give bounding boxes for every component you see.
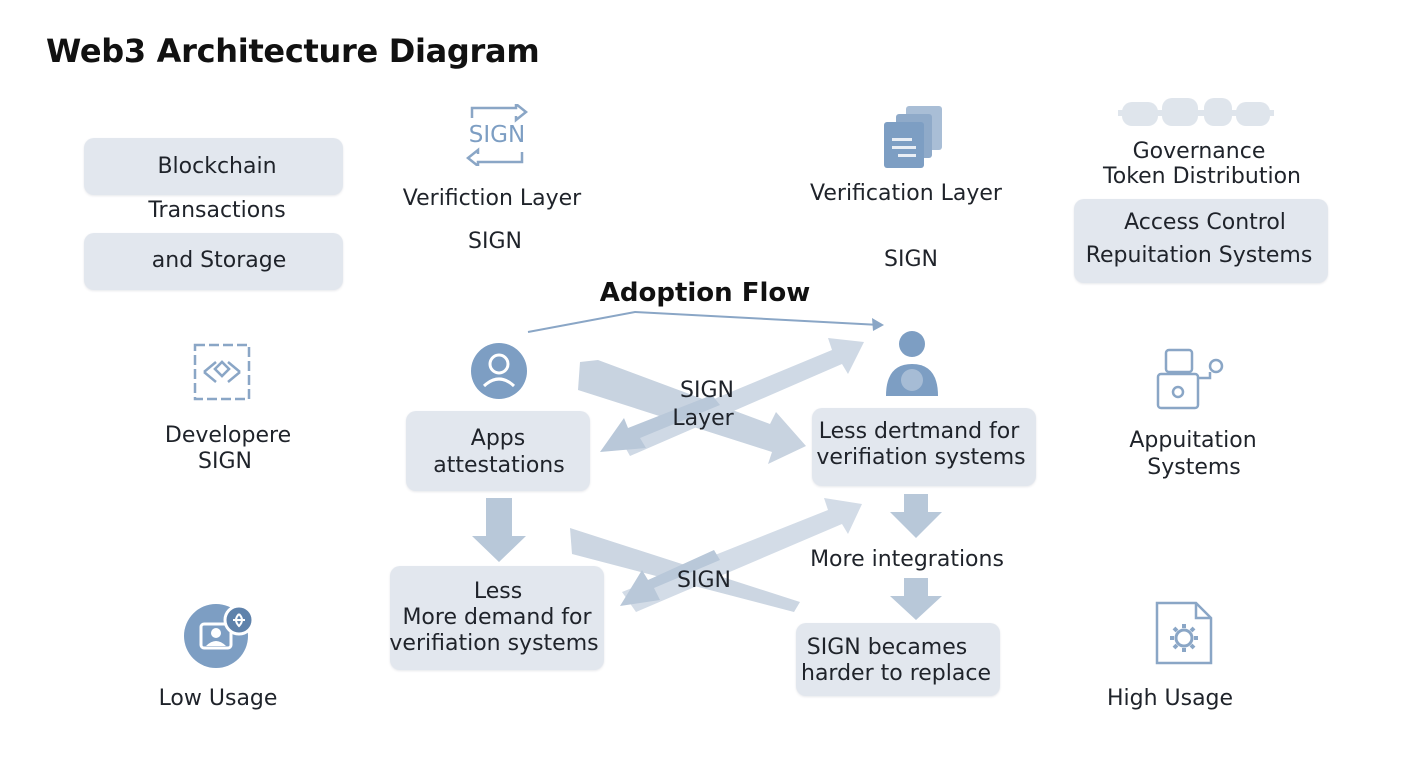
arrow-lower-up-right xyxy=(622,498,862,612)
sign-label-b: SIGN xyxy=(884,247,938,272)
arrow-upper-up-right xyxy=(620,338,864,456)
adoption-flow-connector xyxy=(527,310,884,333)
appuitation-label-2: Systems xyxy=(1147,455,1241,480)
less-more-label-2: More demand for xyxy=(402,605,592,630)
sign-logo-text: SIGN xyxy=(468,122,526,148)
lock-key-icon xyxy=(1156,348,1224,410)
arrow-lower-left xyxy=(620,550,720,606)
blockchain-label: Blockchain xyxy=(157,154,277,179)
image-user-icon xyxy=(184,604,255,668)
settings-document-icon xyxy=(1155,601,1213,665)
storage-label: and Storage xyxy=(151,248,287,273)
arrow-down-apps xyxy=(472,498,526,562)
blockchain-box xyxy=(84,138,343,195)
developer-label-1: Developere xyxy=(164,423,292,448)
less-more-label-1: Less xyxy=(473,579,523,604)
arrow-upper-left xyxy=(600,395,720,452)
token-distribution-label: Token Distribution xyxy=(1103,164,1301,189)
sign-label-a: SIGN xyxy=(468,229,522,254)
sign-logo-icon xyxy=(466,104,528,166)
more-integrations-label: More integrations xyxy=(810,547,1004,572)
harder-label-1: SIGN becames xyxy=(806,635,968,660)
user-person-icon xyxy=(886,331,938,396)
less-more-label-3: verifiation systems xyxy=(389,631,599,656)
appuitation-label-1: Appuitation xyxy=(1129,428,1257,453)
less-demand-label-2: verifiation systems xyxy=(816,445,1026,470)
high-usage-label: High Usage xyxy=(1106,686,1234,711)
sign-layer-label-2: Layer xyxy=(672,406,734,431)
less-demand-label-1: Less dertmand for xyxy=(818,419,1020,444)
sign-layer-label-1: SIGN xyxy=(680,378,734,403)
verification-layer-a: Verifiction Layer xyxy=(402,186,582,211)
attestations-label: attestations xyxy=(433,453,565,478)
documents-stack-icon xyxy=(884,106,942,168)
less-more-demand-box xyxy=(390,566,604,670)
arrow-down-demand xyxy=(890,494,942,538)
page-title: Web3 Architecture Diagram xyxy=(46,32,540,70)
low-usage-label: Low Usage xyxy=(158,686,278,711)
apps-attestations-box xyxy=(406,411,590,491)
reputation-systems-label: Repuitation Systems xyxy=(1085,243,1313,268)
access-control-box xyxy=(1074,199,1328,283)
user-circle-icon xyxy=(471,343,527,399)
access-control-label: Access Control xyxy=(1124,210,1286,235)
harder-label-2: harder to replace xyxy=(801,661,991,686)
storage-box xyxy=(84,233,343,290)
harder-to-replace-box xyxy=(796,623,1000,696)
governance-label: Governance xyxy=(1132,139,1266,164)
sign-mid-label: SIGN xyxy=(677,568,731,593)
arrow-down-integrations xyxy=(890,578,942,620)
developer-label-2: SIGN xyxy=(198,449,252,474)
verification-layer-b: Verification Layer xyxy=(810,181,1002,206)
apps-label: Apps xyxy=(470,426,526,451)
adoption-flow-title: Adoption Flow xyxy=(599,278,811,308)
code-frame-icon xyxy=(193,343,251,401)
chain-blocks-icon xyxy=(1118,98,1274,126)
less-demand-box xyxy=(812,408,1036,486)
transactions-label: Transactions xyxy=(148,198,286,223)
